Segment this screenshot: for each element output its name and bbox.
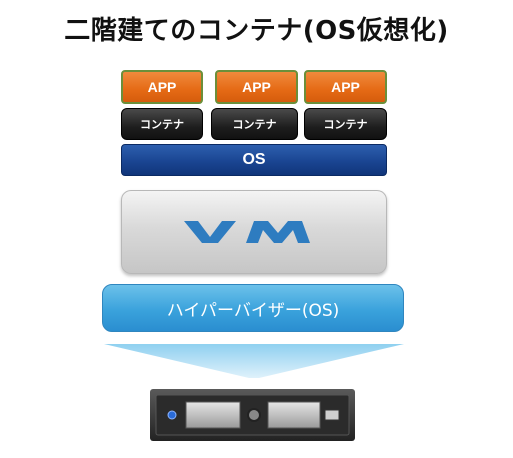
server-icon xyxy=(150,389,355,441)
funnel-shape xyxy=(104,344,404,378)
vm-logo: VM xyxy=(182,219,310,243)
vm-layer: VM xyxy=(121,190,387,274)
hypervisor-layer: ハイパーバイザー(OS) xyxy=(102,284,404,332)
app-block-2: APP xyxy=(215,70,298,104)
container-block-2: コンテナ xyxy=(211,108,298,140)
container-block-1: コンテナ xyxy=(121,108,203,140)
os-layer: OS xyxy=(121,144,387,176)
container-block-3: コンテナ xyxy=(304,108,387,140)
app-block-1: APP xyxy=(121,70,203,104)
page-title: 二階建てのコンテナ(OS仮想化) xyxy=(64,16,449,46)
vm-logo-text: VM xyxy=(182,219,184,220)
app-block-3: APP xyxy=(304,70,387,104)
